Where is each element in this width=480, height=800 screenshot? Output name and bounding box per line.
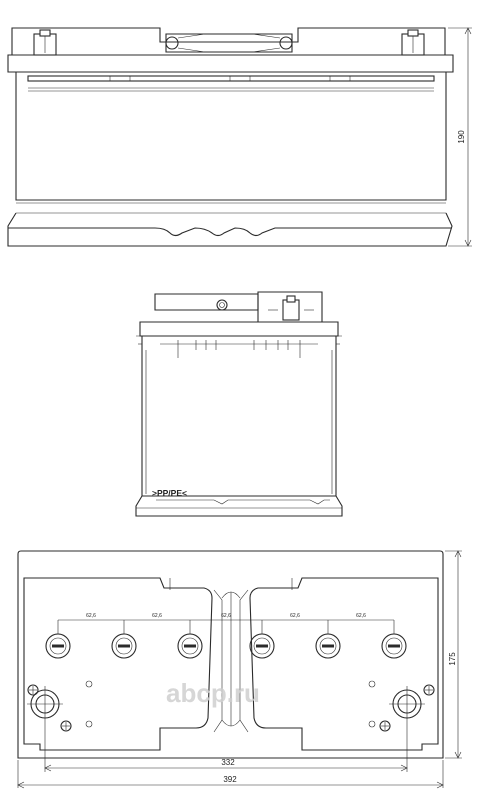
cell-pitch-label: 62,6 bbox=[290, 613, 300, 619]
terminal-bushing-right bbox=[389, 686, 425, 722]
cell-opening bbox=[249, 620, 275, 659]
cell-opening bbox=[381, 620, 407, 659]
cell-pitch-label: 62,6 bbox=[221, 613, 231, 619]
vent-caps bbox=[27, 684, 435, 732]
terminal-bushing-left bbox=[27, 686, 63, 722]
cell-opening bbox=[315, 620, 341, 659]
front-view: 190 bbox=[7, 27, 472, 247]
vent-strip bbox=[27, 75, 435, 92]
cell-pitch-label: 62,6 bbox=[86, 613, 96, 619]
cell-pitch-label: 62,6 bbox=[356, 613, 366, 619]
terminal-right bbox=[401, 29, 425, 56]
depth-dimension: 175 bbox=[445, 550, 462, 759]
material-mark: >PP/PE< bbox=[152, 488, 187, 498]
carry-handle bbox=[165, 33, 293, 53]
side-terminal bbox=[282, 295, 300, 321]
level-markers bbox=[138, 340, 340, 358]
cell-opening bbox=[45, 620, 71, 659]
terminal-spacing-label: 332 bbox=[221, 758, 235, 767]
length-dimension: 392 bbox=[17, 760, 444, 789]
terminal-left bbox=[33, 29, 57, 56]
side-view: >PP/PE< bbox=[135, 291, 343, 517]
watermark: abcp.ru bbox=[166, 678, 260, 708]
depth-label: 175 bbox=[448, 652, 457, 666]
height-label: 190 bbox=[457, 130, 466, 144]
height-dimension: 190 bbox=[448, 27, 472, 247]
cell-pitch-label: 62,6 bbox=[152, 613, 162, 619]
length-label: 392 bbox=[223, 775, 237, 784]
watermark-text: abcp.ru bbox=[166, 678, 260, 708]
terminal-spacing-dimension: 332 bbox=[44, 722, 408, 772]
top-view: 62,6 62,6 62,6 62,6 62,6 bbox=[17, 550, 462, 789]
cell-opening bbox=[177, 620, 203, 659]
cell-opening bbox=[111, 620, 137, 659]
